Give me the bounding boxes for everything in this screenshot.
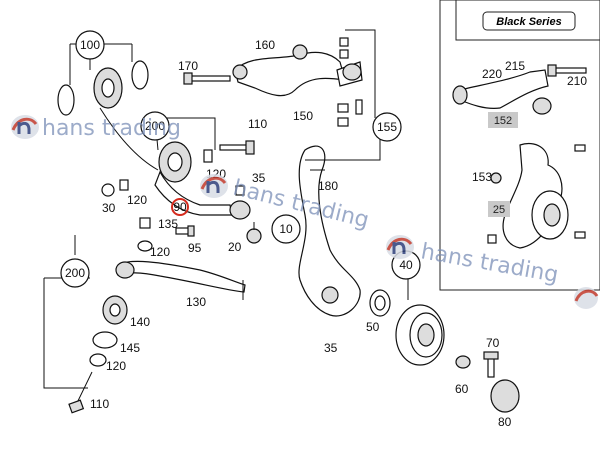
label-150: 150 [293, 109, 313, 123]
steering-knuckle [298, 145, 361, 317]
label-130: 130 [186, 295, 206, 309]
svg-text:200: 200 [65, 266, 85, 280]
label-180: 180 [318, 179, 338, 193]
callout-90: 90 [173, 200, 187, 214]
label-110-lower: 110 [90, 397, 109, 411]
label-160: 160 [255, 38, 275, 52]
label-70: 70 [486, 336, 500, 350]
upper-control-arm-150 [234, 51, 346, 97]
cap-80 [490, 379, 520, 413]
inset-upper-arm-152 [459, 69, 549, 109]
label-35-lower: 35 [324, 341, 338, 355]
label-120-lower: 120 [106, 359, 126, 373]
inset-title: Black Series [496, 16, 561, 28]
label-60: 60 [455, 382, 469, 396]
ball-joint-upper [342, 63, 362, 81]
label-220: 220 [482, 67, 502, 81]
label-170: 170 [178, 59, 198, 73]
callout-10: 10 [271, 214, 301, 244]
label-140: 140 [130, 315, 150, 329]
callout-155: 155 [372, 112, 402, 142]
label-145: 145 [120, 341, 140, 355]
bushing-washer-right [131, 60, 149, 90]
svg-text:155: 155 [377, 120, 397, 134]
callout-200-upper: 200 [140, 111, 170, 141]
label-80: 80 [498, 415, 512, 429]
washer-145 [92, 331, 118, 349]
label-20: 20 [228, 240, 242, 254]
bolt-170 [189, 75, 231, 82]
label-153: 153 [472, 170, 492, 184]
bolt-70 [487, 356, 495, 378]
control-arm-130 [117, 260, 246, 293]
svg-text:10: 10 [279, 222, 293, 236]
label-210: 210 [567, 74, 587, 88]
nut-60 [455, 355, 471, 369]
label-215: 215 [505, 59, 525, 73]
highlight-callout-90 [171, 198, 189, 216]
watermark-logo-3 [386, 235, 414, 259]
ball-joint-20 [246, 228, 262, 244]
label-135: 135 [158, 217, 178, 231]
svg-text:100: 100 [80, 38, 100, 52]
inset-label-152: 152 [494, 115, 512, 127]
callout-200-lower: 200 [60, 258, 90, 288]
watermark-text-1: hans trading [42, 116, 181, 141]
callout-100: 100 [75, 30, 105, 60]
label-120-mid: 120 [127, 193, 147, 207]
inset-label-box-152 [488, 112, 518, 128]
label-30: 30 [102, 201, 116, 215]
label-95: 95 [188, 241, 202, 255]
svg-text:40: 40 [399, 258, 413, 272]
inset-label-25: 25 [493, 204, 505, 216]
washer-120-lower [89, 353, 107, 367]
label-120-lower-left: 120 [150, 245, 170, 259]
svg-text:200: 200 [145, 119, 165, 133]
label-110-upper: 110 [248, 117, 267, 131]
inset-label-box-25 [488, 201, 510, 217]
watermark-logo-1 [11, 115, 39, 139]
black-series-badge [482, 11, 576, 31]
bushing-washer-left [57, 84, 75, 116]
watermark-logo-4 [574, 287, 599, 309]
watermark-logo-2 [200, 174, 228, 198]
label-35-upper: 35 [252, 171, 266, 185]
label-50: 50 [366, 320, 380, 334]
